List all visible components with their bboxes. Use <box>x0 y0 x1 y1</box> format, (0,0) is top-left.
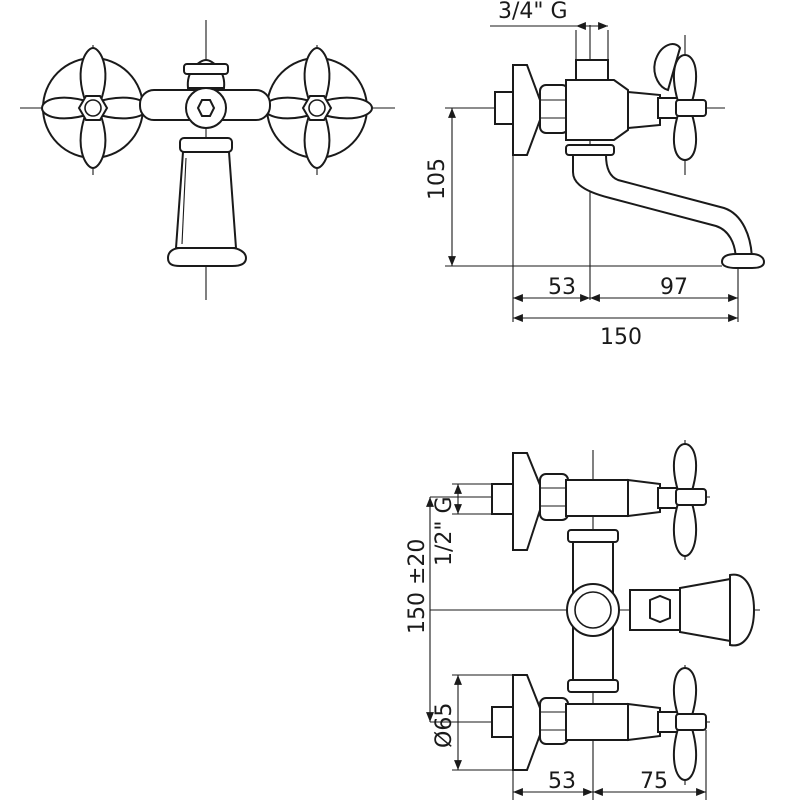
dim-flange-diameter: Ø65 <box>432 703 457 748</box>
dim-wall-to-axis: 53 <box>548 275 576 300</box>
lower-inlet <box>491 666 707 782</box>
dim-thread-top: 3/4" G <box>498 0 568 24</box>
dim-axis-to-handle: 75 <box>640 769 668 794</box>
dim-overall-length: 150 <box>600 325 642 350</box>
dim-center-distance: 150 ±20 <box>405 539 430 634</box>
dim-height: 105 <box>425 158 450 200</box>
left-handle-rosette <box>40 46 150 170</box>
upper-inlet <box>491 442 707 558</box>
top-view: 1/2" G 150 ±20 Ø65 53 75 <box>405 440 760 800</box>
dim-wall-to-axis-top: 53 <box>548 769 576 794</box>
dim-axis-to-spout: 97 <box>660 275 688 300</box>
side-view: 3/4" G 105 53 97 150 <box>425 0 766 350</box>
dim-thread-side: 1/2" G <box>432 496 457 566</box>
front-view <box>20 20 395 300</box>
vertical-body <box>566 529 756 693</box>
central-body <box>139 58 271 267</box>
right-handle-rosette <box>262 46 374 170</box>
